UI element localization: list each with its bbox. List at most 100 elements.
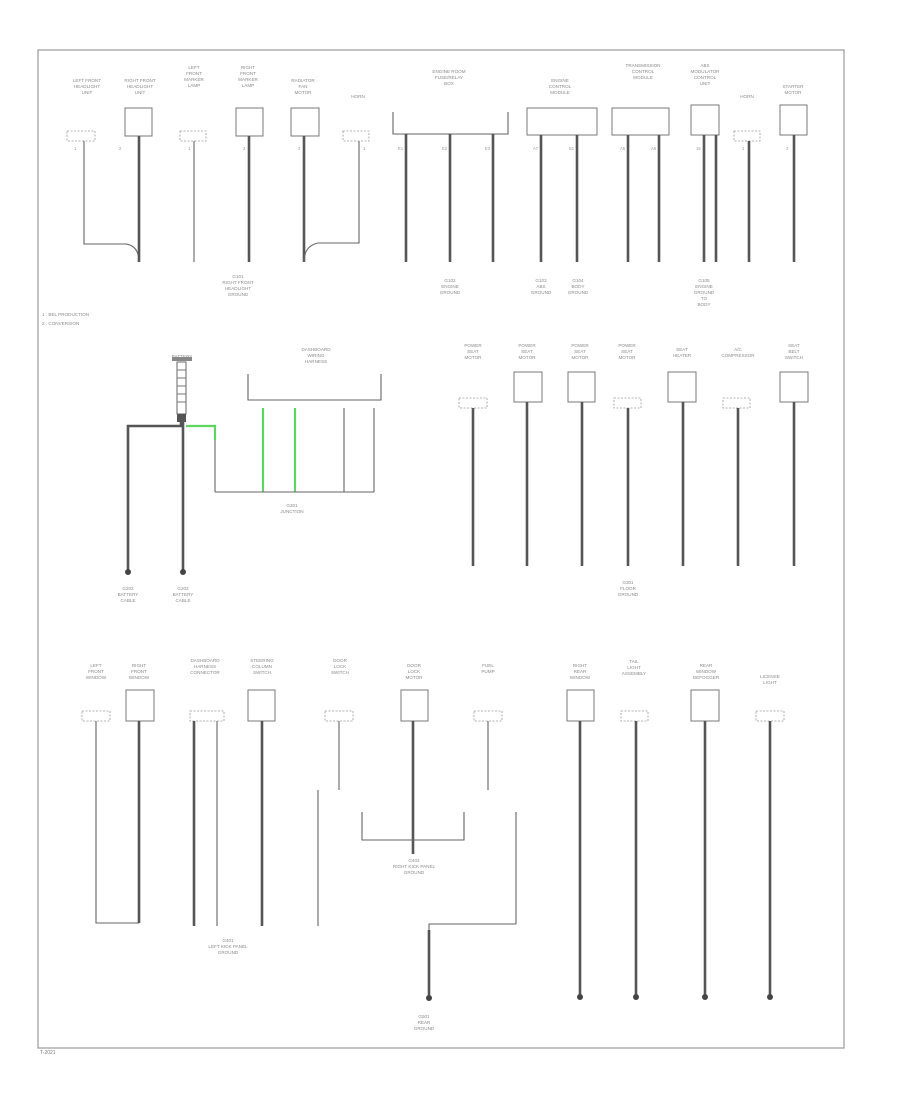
legend-item: 2 : CONVERSION	[42, 321, 79, 326]
connector	[513, 371, 543, 403]
connector	[779, 104, 808, 136]
pin-number: 1	[74, 146, 77, 151]
connector	[66, 130, 96, 142]
legend-item: 1 : BEL PRODUCTION	[42, 312, 89, 317]
connector	[400, 689, 429, 722]
wire	[95, 721, 139, 924]
wire	[428, 923, 516, 996]
ground-symbol	[702, 994, 708, 1000]
pin-number: 2	[243, 146, 246, 151]
ground-symbol	[426, 995, 432, 1001]
connector	[179, 130, 207, 142]
component-label: HORN	[351, 94, 365, 99]
connector	[667, 371, 697, 403]
connector	[458, 397, 488, 409]
pin-number: A7	[533, 146, 539, 151]
pin-number: E2	[442, 146, 448, 151]
pin-number: 1	[188, 146, 191, 151]
battery-cap	[172, 357, 192, 361]
connector	[722, 397, 751, 409]
connector	[779, 371, 809, 403]
connector	[620, 710, 649, 722]
ground-symbol	[180, 569, 186, 575]
pin-number: 1	[742, 146, 745, 151]
pin-number: 2	[786, 146, 789, 151]
harness-outline	[247, 374, 382, 401]
component-label: BATTERY	[172, 354, 193, 359]
connector	[473, 710, 503, 722]
connector	[324, 710, 354, 722]
connector	[690, 689, 720, 722]
pin-number: 15	[696, 146, 701, 151]
connector	[690, 104, 720, 136]
connector	[247, 689, 276, 722]
wire	[83, 141, 140, 263]
wire-green	[186, 424, 217, 440]
connector	[611, 107, 670, 136]
ground-symbol	[577, 994, 583, 1000]
ground-symbol	[633, 994, 639, 1000]
connector	[290, 107, 320, 137]
connector	[342, 130, 370, 142]
fuse-box-outline	[392, 112, 509, 135]
pin-number: E1	[398, 146, 404, 151]
ground-symbol	[767, 994, 773, 1000]
wire	[303, 141, 360, 263]
pin-number: 1	[363, 146, 366, 151]
pin-number: A5	[620, 146, 626, 151]
connector	[81, 710, 111, 722]
connector	[755, 710, 785, 722]
connector	[235, 107, 264, 137]
wire	[361, 812, 465, 841]
connector	[566, 689, 595, 722]
diagram-code: T-2021	[40, 1050, 56, 1056]
pin-number: 2	[119, 146, 122, 151]
ground-symbol	[125, 569, 131, 575]
pin-number: B1	[569, 146, 575, 151]
pin-number: E3	[485, 146, 491, 151]
connector	[567, 371, 596, 403]
pin-number: 2	[298, 146, 301, 151]
connector	[733, 130, 761, 142]
connector	[613, 397, 642, 409]
pin-number: A6	[651, 146, 657, 151]
